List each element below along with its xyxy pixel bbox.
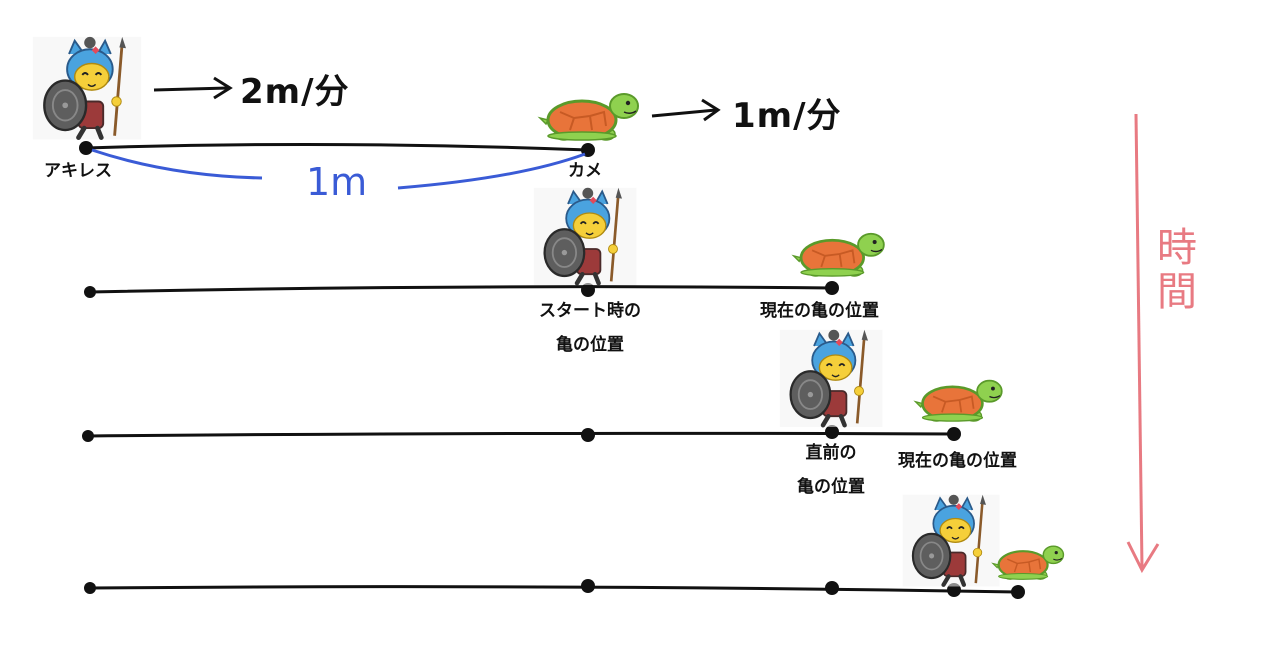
turtle-icon [538, 92, 640, 142]
row1-achilles-point [79, 141, 93, 155]
achilles-cat-warrior-icon [33, 37, 141, 140]
row2-prev-turtle-point [581, 283, 595, 297]
distance-curve-left [91, 148, 263, 180]
row3-point-1 [581, 428, 595, 442]
achilles-cat-warrior-icon [903, 495, 1000, 587]
row3-prev-label: 直前の 亀の位置 [776, 442, 886, 498]
distance-label: 1m [306, 160, 368, 204]
row4-start-point [84, 582, 96, 594]
row4-point-1 [581, 579, 595, 593]
time-arrow [1126, 113, 1160, 574]
time-label: 時間 [1152, 226, 1202, 314]
turtle-icon [991, 545, 1065, 581]
row2-start-label-line1: スタート時の [539, 301, 641, 321]
row2-current-label: 現在の亀の位置 [760, 301, 879, 321]
achilles-label: アキレス [44, 161, 112, 181]
row3-prev-turtle-point [825, 425, 839, 439]
time-label-char1: 時間 [1157, 225, 1197, 315]
speed-arrow-turtle [651, 98, 721, 122]
row4-point-2 [825, 581, 839, 595]
row1-track-line [85, 142, 589, 152]
row3-current-turtle-point [947, 427, 961, 441]
row2-start-label: スタート時の 亀の位置 [520, 300, 660, 356]
row4-point-4 [1011, 585, 1025, 599]
speed-turtle-label: 1m/分 [732, 96, 842, 136]
speed-achilles-label: 2m/分 [240, 72, 350, 112]
row3-current-label: 現在の亀の位置 [898, 451, 1017, 471]
turtle-icon [914, 379, 1004, 423]
achilles-cat-warrior-icon [780, 330, 883, 427]
row2-start-label-line2: 亀の位置 [556, 335, 624, 355]
row3-prev-label-line1: 直前の [805, 443, 857, 463]
turtle-icon [792, 232, 886, 278]
achilles-cat-warrior-icon [534, 188, 637, 285]
row2-start-point [84, 286, 96, 298]
row4-track-line [89, 585, 1019, 594]
turtle-label: カメ [568, 161, 602, 181]
row3-prev-label-line2: 亀の位置 [797, 477, 865, 497]
speed-arrow-achilles [153, 76, 233, 100]
distance-curve-right [397, 152, 586, 190]
row3-start-point [82, 430, 94, 442]
row2-current-turtle-point [825, 281, 839, 295]
row2-track-line [89, 285, 833, 294]
